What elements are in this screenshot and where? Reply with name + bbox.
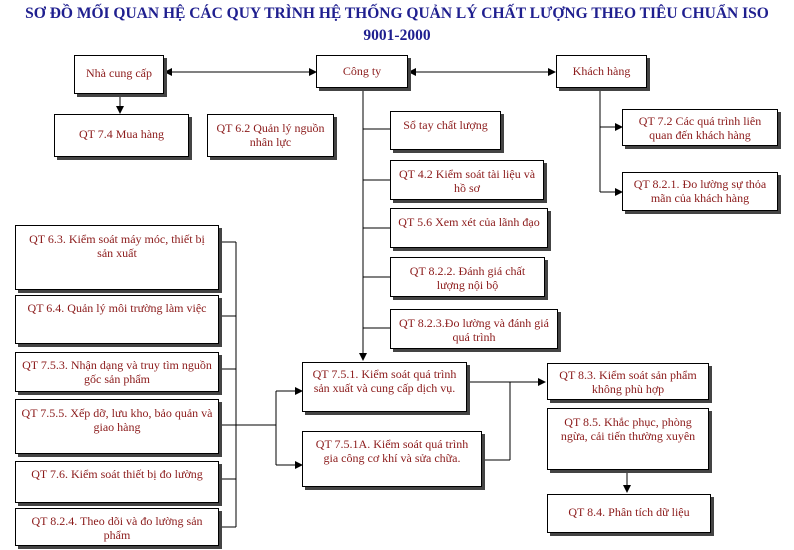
doc-control-box: QT 4.2 Kiểm soát tài liệu và hồ sơ <box>390 160 544 200</box>
data-analysis-box: QT 8.4. Phân tích dữ liệu <box>547 494 711 533</box>
company-box: Công ty <box>316 55 408 88</box>
production-box: QT 7.5.1. Kiểm soát quá trình sản xuất v… <box>302 362 467 412</box>
diagram-title-line2: 9001-2000 <box>363 27 431 44</box>
environment-box: QT 6.4. Quản lý môi trường làm việc <box>15 295 219 344</box>
nonconforming-box: QT 8.3. Kiểm soát sản phẩm không phù hợp <box>547 363 709 400</box>
mgmt-review-box: QT 5.6 Xem xét của lãnh đạo <box>390 208 548 248</box>
handling-box: QT 7.5.5. Xếp dỡ, lưu kho, bảo quản và g… <box>15 399 219 454</box>
customer-box: Khách hàng <box>556 55 647 88</box>
process-measure-box: QT 8.2.3.Đo lường và đánh giá quá trình <box>390 309 558 349</box>
satisfaction-box: QT 8.2.1. Đo lường sự thỏa mãn của khách… <box>622 172 778 211</box>
product-measure-box: QT 8.2.4. Theo dõi và đo lường sản phẩm <box>15 508 219 546</box>
equipment-box: QT 7.6. Kiểm soát thiết bị đo lường <box>15 461 219 503</box>
purchasing-box: QT 7.4 Mua hàng <box>54 114 189 157</box>
supplier-box: Nhà cung cấp <box>74 55 164 94</box>
traceability-box: QT 7.5.3. Nhận dạng và truy tìm nguồn gố… <box>15 352 219 392</box>
customer-process-box: QT 7.2 Các quá trình liên quan đến khách… <box>622 109 778 146</box>
manual-box: Sổ tay chất lượng <box>390 111 501 150</box>
hr-box: QT 6.2 Quản lý nguồn nhân lực <box>207 114 334 157</box>
corrective-box: QT 8.5. Khắc phục, phòng ngừa, cải tiến … <box>547 408 709 470</box>
machining-box: QT 7.5.1A. Kiểm soát quá trình gia công … <box>302 431 482 487</box>
machinery-box: QT 6.3. Kiểm soát máy móc, thiết bị sản … <box>15 225 219 290</box>
internal-audit-box: QT 8.2.2. Đánh giá chất lượng nội bộ <box>390 257 545 297</box>
diagram-title-line1: SƠ ĐỒ MỐI QUAN HỆ CÁC QUY TRÌNH HỆ THỐNG… <box>25 5 769 22</box>
